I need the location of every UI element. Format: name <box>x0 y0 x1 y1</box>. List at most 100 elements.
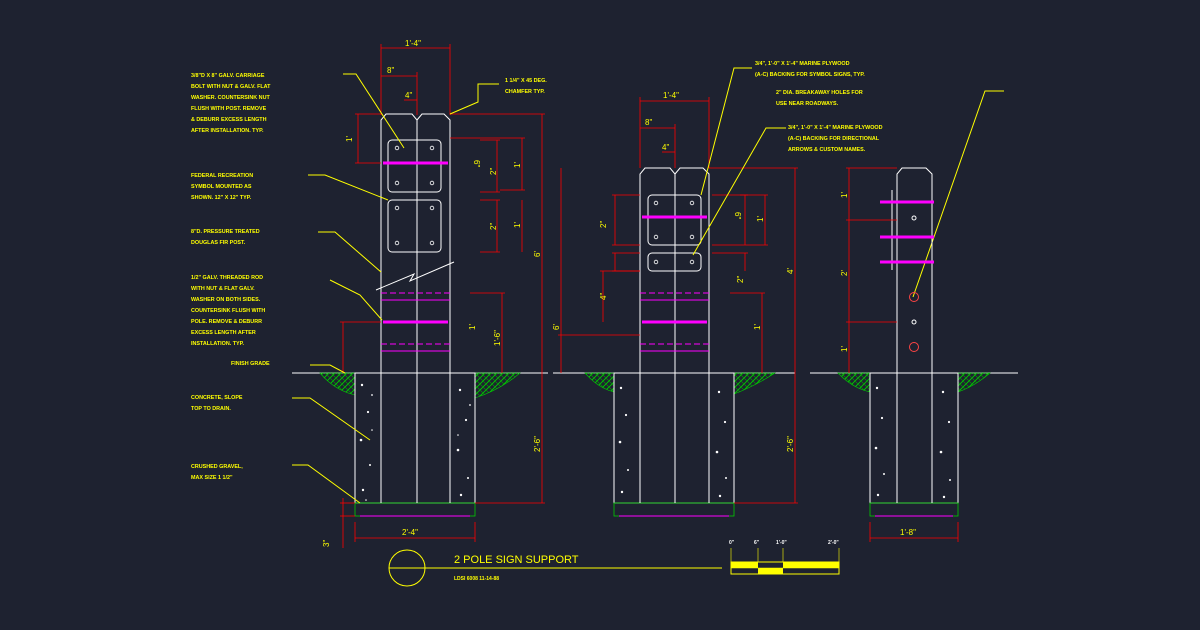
drawing-subtitle: LDSI 6008 11-14-88 <box>454 576 499 582</box>
scale-label-6in: 6" <box>754 540 760 546</box>
svg-text:8"D. PRESSURE TREATED: 8"D. PRESSURE TREATED <box>191 229 260 235</box>
scale-label-0: 0" <box>729 540 735 546</box>
dim-2in-a: 2" <box>489 168 498 175</box>
svg-text:(A-C) BACKING FOR SYMBOL SIGNS: (A-C) BACKING FOR SYMBOL SIGNS, TYP. <box>755 72 865 78</box>
dim-1ft-a: 1' <box>345 136 354 142</box>
front-leaders <box>292 73 499 504</box>
dim-1ft-c: 1' <box>513 222 522 228</box>
concrete-footing-2 <box>613 372 735 504</box>
symbol-sign-lower <box>387 199 442 253</box>
svg-text:WITH NUT & FLAT GALV.: WITH NUT & FLAT GALV. <box>191 286 255 292</box>
left-post-2 <box>639 167 676 503</box>
note-finish-grade: FINISH GRADE <box>231 361 270 367</box>
svg-text:2" DIA. BREAKAWAY HOLES FOR: 2" DIA. BREAKAWAY HOLES FOR <box>776 90 863 96</box>
dim2-2in-a: 2" <box>599 221 608 228</box>
dim2-2ft-6in: 2'-6" <box>786 436 795 452</box>
note-plywood-symbol: 3/4", 1'-0" X 1'-4" MARINE PLYWOOD (A-C)… <box>755 61 865 78</box>
dim2-2in-b: 2" <box>736 276 745 283</box>
dim-6in: 6" <box>472 160 481 167</box>
right-post <box>416 113 451 503</box>
svg-text:3/8"D X 8" GALV. CARRIAGE: 3/8"D X 8" GALV. CARRIAGE <box>191 73 265 79</box>
svg-text:INSTALLATION. TYP.: INSTALLATION. TYP. <box>191 341 245 347</box>
dim-1ft-6in: 1'-6" <box>493 330 502 346</box>
svg-text:POLE. REMOVE & DEBURR: POLE. REMOVE & DEBURR <box>191 319 262 325</box>
note-concrete: CONCRETE, SLOPE TOP TO DRAIN. <box>191 395 243 412</box>
break-line <box>375 261 455 291</box>
svg-text:CONCRETE, SLOPE: CONCRETE, SLOPE <box>191 395 243 401</box>
dim2-4in: 4" <box>662 143 669 152</box>
svg-text:USE NEAR ROADWAYS.: USE NEAR ROADWAYS. <box>776 101 839 107</box>
left-post <box>380 113 418 503</box>
svg-text:FEDERAL RECREATION: FEDERAL RECREATION <box>191 173 253 179</box>
direction-sign-upper <box>647 194 702 246</box>
side-elevation: 1' 2' 1' 1'-8" <box>810 167 1018 542</box>
dim3-1ft-a: 1' <box>840 192 849 198</box>
dim-4in: 4" <box>405 91 412 100</box>
dim2-6in: 6" <box>733 212 742 219</box>
grass-left <box>319 372 356 396</box>
dim3-base-width: 1'-8" <box>900 528 916 537</box>
svg-text:CHAMFER TYP.: CHAMFER TYP. <box>505 89 545 95</box>
svg-text:CRUSHED GRAVEL,: CRUSHED GRAVEL, <box>191 464 243 470</box>
scale-label-1ft: 1'-0" <box>776 540 787 546</box>
svg-text:BOLT WITH NUT & GALV. FLAT: BOLT WITH NUT & GALV. FLAT <box>191 84 271 90</box>
dim2-4in: 4" <box>599 293 608 300</box>
note-pressure-post: 8"D. PRESSURE TREATED DOUGLAS FIR POST. <box>191 229 260 246</box>
dim3-2ft: 2' <box>840 270 849 276</box>
drawing-title: 2 POLE SIGN SUPPORT <box>454 554 579 566</box>
svg-text:1 1/4" X 45 DEG.: 1 1/4" X 45 DEG. <box>505 78 547 84</box>
svg-text:DOUGLAS FIR POST.: DOUGLAS FIR POST. <box>191 240 246 246</box>
note-plywood-direction: 3/4", 1'-0" X 1'-4" MARINE PLYWOOD (A-C)… <box>788 125 883 153</box>
directional-elevation: 1'-4" 8" 4" 6" 2" 1' 2" 4" 4' 6' 1' 2'-6… <box>552 61 1004 517</box>
svg-text:MAX SIZE 1 1/2": MAX SIZE 1 1/2" <box>191 475 233 481</box>
svg-text:AFTER INSTALLATION. TYP.: AFTER INSTALLATION. TYP. <box>191 128 264 134</box>
note-chamfer: 1 1/4" X 45 DEG. CHAMFER TYP. <box>505 78 547 95</box>
dim2-6ft: 6' <box>552 324 561 330</box>
right-post-2 <box>674 167 710 503</box>
svg-text:3/4", 1'-0" X 1'-4" MARINE PLY: 3/4", 1'-0" X 1'-4" MARINE PLYWOOD <box>788 125 883 131</box>
svg-text:SHOWN. 12" X 12" TYP.: SHOWN. 12" X 12" TYP. <box>191 195 252 201</box>
svg-text:COUNTERSINK FLUSH WITH: COUNTERSINK FLUSH WITH <box>191 308 265 314</box>
concrete-footing-3 <box>869 372 959 504</box>
dim2-1ft-a: 1' <box>756 216 765 222</box>
dim2-top-width: 1'-4" <box>663 91 679 100</box>
dim-2in-b: 2" <box>489 223 498 230</box>
note-gravel: CRUSHED GRAVEL, MAX SIZE 1 1/2" <box>191 464 243 481</box>
svg-text:TOP TO DRAIN.: TOP TO DRAIN. <box>191 406 231 412</box>
scale-bar: 0" 6" 1'-0" 2'-0" <box>729 540 840 575</box>
dim-base-width: 2'-4" <box>402 528 418 537</box>
svg-text:& DEBURR EXCESS LENGTH: & DEBURR EXCESS LENGTH <box>191 117 267 123</box>
svg-text:EXCESS LENGTH AFTER: EXCESS LENGTH AFTER <box>191 330 256 336</box>
grass-right <box>474 372 521 399</box>
dim2-4ft: 4' <box>786 268 795 274</box>
dim-1ft-b: 1' <box>513 162 522 168</box>
svg-text:ARROWS & CUSTOM NAMES.: ARROWS & CUSTOM NAMES. <box>788 147 866 153</box>
svg-text:FLUSH WITH POST. REMOVE: FLUSH WITH POST. REMOVE <box>191 106 267 112</box>
title-block: 2 POLE SIGN SUPPORT LDSI 6008 11-14-88 <box>388 549 722 587</box>
concrete-footing <box>354 372 476 504</box>
directional-dimension-lines <box>558 97 798 504</box>
symbol-sign-upper <box>387 139 442 193</box>
dim3-1ft-b: 1' <box>840 346 849 352</box>
front-elevation: 1'-4" 8" 4" 1' 6" 2" 1' 2" 1' 6' 1'-6" 1… <box>191 39 548 548</box>
dim-6ft: 6' <box>533 251 542 257</box>
side-post <box>896 167 933 503</box>
svg-text:WASHER ON BOTH SIDES.: WASHER ON BOTH SIDES. <box>191 297 261 303</box>
note-breakaway: 2" DIA. BREAKAWAY HOLES FOR USE NEAR ROA… <box>776 90 863 107</box>
note-threaded-rod: 1/2" GALV. THREADED ROD WITH NUT & FLAT … <box>191 275 265 347</box>
scale-label-2ft: 2'-0" <box>828 540 839 546</box>
svg-text:(A-C) BACKING FOR DIRECTIONAL: (A-C) BACKING FOR DIRECTIONAL <box>788 136 880 142</box>
svg-text:3/4", 1'-0" X 1'-4" MARINE PLY: 3/4", 1'-0" X 1'-4" MARINE PLYWOOD <box>755 61 850 67</box>
dim-8in: 8" <box>387 66 394 75</box>
concrete-aggregate <box>359 383 471 501</box>
note-carriage-bolt: 3/8"D X 8" GALV. CARRIAGE BOLT WITH NUT … <box>191 73 271 134</box>
dim-top-width: 1'-4" <box>405 39 421 48</box>
svg-text:1/2" GALV. THREADED ROD: 1/2" GALV. THREADED ROD <box>191 275 263 281</box>
gravel-base <box>354 502 476 517</box>
front-dimension-lines <box>340 44 545 548</box>
dim-2ft-6in: 2'-6" <box>533 436 542 452</box>
svg-text:SYMBOL MOUNTED AS: SYMBOL MOUNTED AS <box>191 184 252 190</box>
dim-1ft-d: 1' <box>468 324 477 330</box>
svg-text:WASHER. COUNTERSINK NUT: WASHER. COUNTERSINK NUT <box>191 95 270 101</box>
